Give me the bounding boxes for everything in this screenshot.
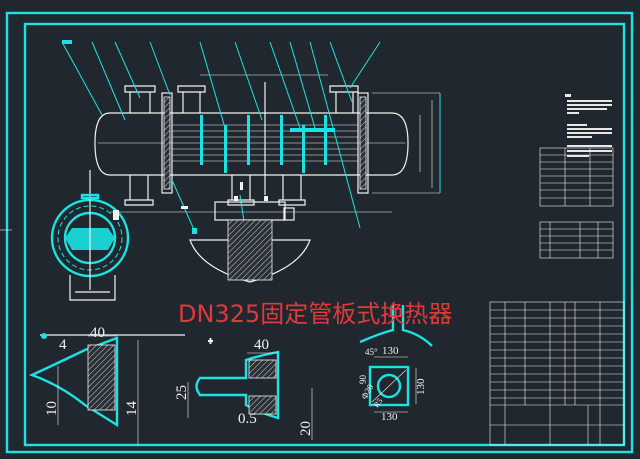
drawing-title: DN325固定管板式换热器: [178, 300, 452, 328]
dim-label: 0.5: [238, 411, 257, 427]
dim-label: 40: [254, 337, 269, 353]
bill-of-materials-table: [489, 301, 625, 446]
weld-detail-1: [28, 333, 185, 445]
inner-border: [23, 22, 626, 447]
nozzle-table: [539, 221, 614, 259]
dim-label: 130: [382, 345, 399, 357]
flange-section-view: [181, 182, 311, 283]
dim-label: 4: [59, 337, 67, 353]
dim-label: 130: [415, 378, 427, 395]
main-elevation-view: [61, 40, 441, 234]
weld-detail-3: [359, 305, 433, 413]
technical-notes: [565, 94, 612, 157]
dim-label: 10: [44, 401, 60, 416]
design-parameters-table: [539, 147, 614, 207]
dim-label: 45°: [365, 347, 378, 357]
dim-label: 90: [358, 375, 368, 385]
dim-label: 130: [381, 411, 398, 423]
dim-label: 40: [90, 325, 105, 341]
dim-label: 14: [124, 401, 140, 417]
outer-border: [5, 11, 634, 454]
end-section-view: [50, 170, 130, 301]
dim-label: R5: [372, 396, 385, 409]
weld-detail-2: [187, 338, 313, 440]
dim-label: 25: [174, 385, 190, 400]
dim-label: 20: [298, 421, 314, 436]
